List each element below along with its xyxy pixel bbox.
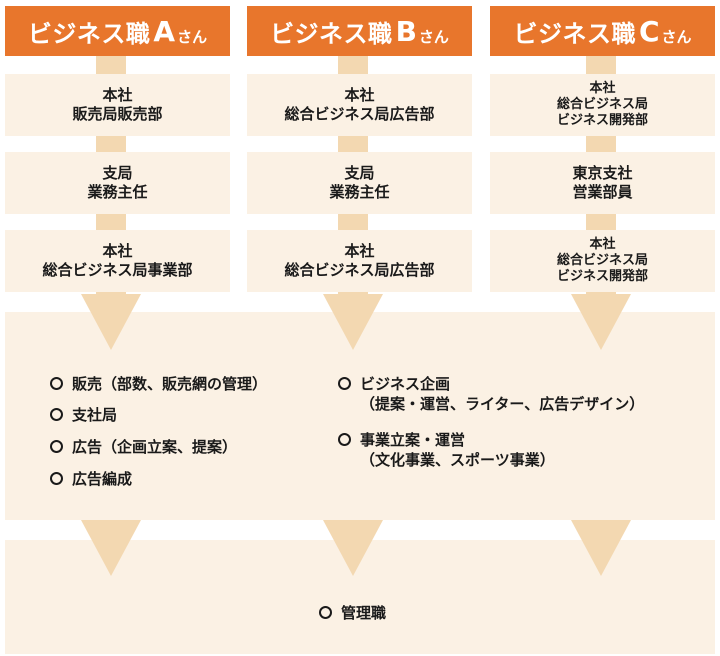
role-left-3: 広告（企画立案、提案） (50, 437, 237, 457)
step-c-1: 本社 総合ビジネス局 ビジネス開発部 (490, 74, 715, 136)
header-a-name: ビジネス職 (27, 19, 151, 48)
header-b-letter: B (395, 14, 417, 48)
step-a-1: 本社 販売局販売部 (5, 74, 230, 136)
roles-panel (5, 312, 715, 520)
arrow-c-2 (571, 520, 631, 576)
final-role: 管理職 (319, 603, 386, 623)
role-right-2: 事業立案・運営 （文化事業、スポーツ事業） (338, 430, 555, 470)
role-right-1: ビジネス企画 （提案・運営、ライター、広告デザイン） (338, 374, 644, 414)
header-c-letter: C (638, 14, 660, 48)
role-right-1-text: ビジネス企画 （提案・運営、ライター、広告デザイン） (360, 375, 645, 413)
header-c-name: ビジネス職 (513, 19, 636, 48)
step-a-2: 支局 業務主任 (5, 152, 230, 214)
role-right-2-text: 事業立案・運営 （文化事業、スポーツ事業） (360, 431, 555, 469)
circle-bullet-icon (338, 433, 351, 446)
arrow-b-2 (323, 520, 383, 576)
circle-bullet-icon (50, 377, 63, 390)
header-b-suffix: さん (418, 27, 449, 46)
arrow-a-2 (81, 520, 141, 576)
role-left-3-text: 広告（企画立案、提案） (72, 438, 238, 456)
step-b-2: 支局 業務主任 (247, 152, 472, 214)
step-c-2: 東京支社 営業部員 (490, 152, 715, 214)
step-b-1: 本社 総合ビジネス局広告部 (247, 74, 472, 136)
header-a-suffix: さん (177, 27, 208, 46)
header-b: ビジネス職 B さん (247, 6, 472, 56)
role-left-4-text: 広告編成 (72, 470, 133, 488)
header-a-letter: A (153, 14, 176, 48)
circle-bullet-icon (50, 472, 63, 485)
circle-bullet-icon (50, 440, 63, 453)
header-a: ビジネス職 A さん (5, 6, 230, 56)
step-b-3: 本社 総合ビジネス局広告部 (247, 230, 472, 292)
header-b-name: ビジネス職 (270, 19, 393, 48)
role-left-2: 支社局 (50, 405, 117, 425)
arrow-c-1 (571, 294, 631, 350)
circle-bullet-icon (50, 408, 63, 421)
role-left-1-text: 販売（部数、販売網の管理） (72, 375, 268, 393)
final-role-text: 管理職 (341, 604, 387, 622)
role-left-1: 販売（部数、販売網の管理） (50, 374, 267, 394)
header-c: ビジネス職 C さん (490, 6, 715, 56)
step-c-3: 本社 総合ビジネス局 ビジネス開発部 (490, 230, 715, 292)
header-c-suffix: さん (661, 27, 692, 46)
circle-bullet-icon (319, 606, 332, 619)
arrow-b-1 (323, 294, 383, 350)
role-left-2-text: 支社局 (72, 406, 118, 424)
step-a-3: 本社 総合ビジネス局事業部 (5, 230, 230, 292)
arrow-a-1 (81, 294, 141, 350)
role-left-4: 広告編成 (50, 469, 132, 489)
circle-bullet-icon (338, 377, 351, 390)
